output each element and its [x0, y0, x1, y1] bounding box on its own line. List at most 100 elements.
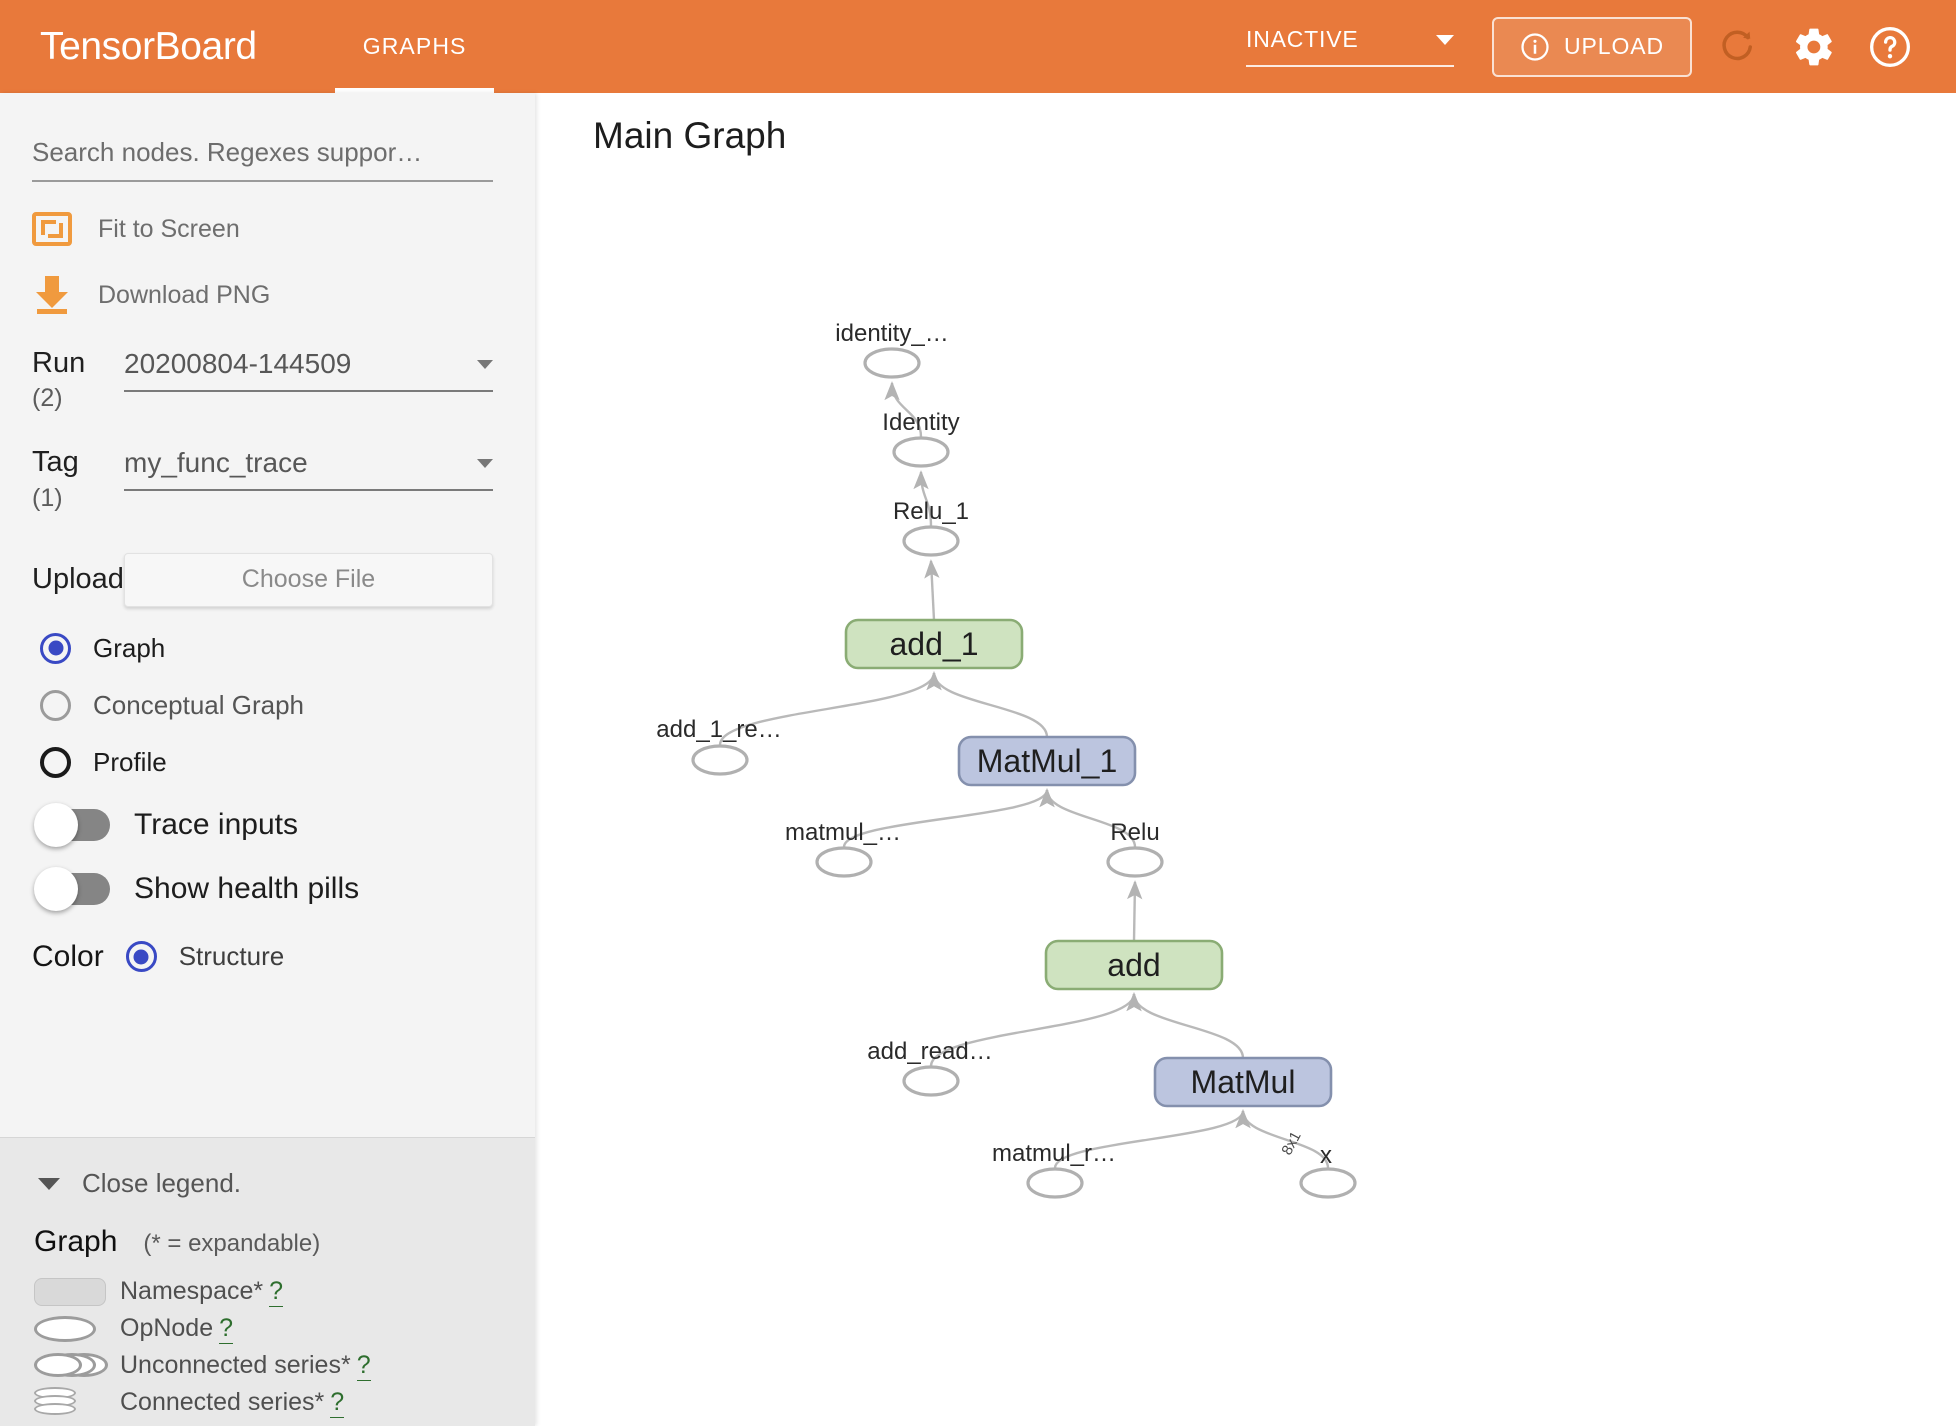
graph-node-label: Relu_1 — [893, 498, 969, 525]
color-row: Color Structure — [32, 940, 535, 974]
chevron-down-icon — [477, 458, 493, 468]
legend-list: Namespace* ? OpNode ? Unconnected series… — [0, 1273, 535, 1426]
graph-node-Relu_1[interactable]: Relu_1 — [893, 498, 969, 557]
graph-node-MatMul_1[interactable]: MatMul_1 — [957, 735, 1137, 787]
graph-node-add_read[interactable]: add_read… — [867, 1038, 993, 1097]
search-input[interactable] — [32, 137, 493, 182]
radio-conceptual-graph-label: Conceptual Graph — [93, 689, 305, 720]
upload-button[interactable]: UPLOAD — [1492, 16, 1692, 77]
color-label: Color — [32, 939, 104, 973]
legend-help-link[interactable]: ? — [330, 1387, 345, 1418]
radio-conceptual-graph[interactable]: Conceptual Graph — [40, 689, 535, 721]
inactive-runs-select[interactable]: INACTIVE — [1246, 26, 1455, 67]
chevron-down-icon — [38, 1177, 60, 1190]
radio-graph[interactable]: Graph — [40, 632, 535, 664]
tag-select-value: my_func_trace — [124, 447, 308, 479]
toggle-trace-inputs[interactable]: Trace inputs — [34, 802, 535, 847]
upload-label: Upload — [32, 563, 124, 596]
graph-edge — [1235, 1109, 1330, 1169]
tag-select[interactable]: my_func_trace — [124, 447, 493, 492]
graph-edge — [884, 381, 923, 438]
close-legend-button[interactable]: Close legend. — [38, 1168, 535, 1199]
graph-edge — [913, 470, 933, 527]
graph-node-add_1_read[interactable]: add_1_re… — [656, 716, 782, 776]
download-png-button[interactable]: Download PNG — [32, 276, 535, 314]
graph-node-label: Relu — [1110, 819, 1159, 846]
help-button[interactable] — [1860, 17, 1920, 77]
radio-structure-icon[interactable] — [125, 941, 157, 973]
refresh-icon — [1722, 29, 1752, 60]
graph-node-Identity[interactable]: Identity — [882, 409, 960, 468]
graph-node-label: add_1 — [890, 626, 979, 662]
tag-selector-row: Tag (1) my_func_trace — [32, 447, 493, 512]
run-select[interactable]: 20200804-144509 — [124, 348, 493, 392]
graph-edge — [718, 671, 942, 746]
upload-row: Upload Choose File — [32, 552, 493, 607]
graph-node-label: matmul_r… — [992, 1140, 1116, 1167]
graph-node-Relu[interactable]: Relu — [1106, 819, 1164, 878]
fit-to-screen-button[interactable]: Fit to Screen — [32, 212, 535, 246]
sidebar-divider — [0, 1137, 535, 1138]
legend-item: Constant ? — [0, 1421, 535, 1426]
toggle-show-health-pills[interactable]: Show health pills — [34, 866, 535, 911]
chevron-down-icon — [477, 359, 493, 369]
graph-node-identity_1[interactable]: identity_… — [835, 320, 949, 379]
graph-edge — [929, 992, 1142, 1067]
graph-node-label: add_1_re… — [656, 716, 781, 743]
show-health-pills-label: Show health pills — [134, 871, 360, 905]
graph-node-matmul_read_1[interactable]: matmul_… — [785, 819, 901, 878]
graph-node-label: Identity — [882, 409, 959, 436]
run-label: Run — [32, 347, 86, 379]
inactive-runs-value: INACTIVE — [1246, 26, 1359, 52]
help-question-icon — [1870, 26, 1910, 67]
legend-help-link[interactable]: ? — [226, 1425, 240, 1426]
legend-help-link[interactable]: ? — [356, 1350, 371, 1381]
search-container — [32, 137, 493, 182]
legend-item: Unconnected series* ? — [0, 1347, 535, 1384]
settings-gear-icon — [1795, 28, 1832, 65]
legend-item: OpNode ? — [0, 1310, 535, 1347]
legend-help-link[interactable]: ? — [269, 1276, 284, 1307]
graph-svg[interactable]: 8x1 identity_…IdentityRelu_1add_1add_1_r… — [535, 93, 1956, 1426]
graph-node-label: x — [1320, 1142, 1332, 1169]
legend-help-link[interactable]: ? — [219, 1313, 234, 1344]
choose-file-button[interactable]: Choose File — [124, 552, 493, 607]
graph-node-label: identity_… — [835, 320, 948, 347]
tab-graphs[interactable]: GRAPHS — [334, 0, 495, 93]
graph-edge — [924, 559, 940, 621]
legend-item-label: OpNode — [120, 1314, 214, 1342]
trace-inputs-label: Trace inputs — [134, 807, 298, 841]
graph-node-add_1[interactable]: add_1 — [844, 618, 1024, 670]
graph-edge — [842, 788, 1055, 848]
nav-tabs: GRAPHS — [334, 0, 495, 93]
graph-node-add[interactable]: add — [1044, 939, 1224, 991]
radio-graph-label: Graph — [93, 632, 166, 663]
radio-profile-icon — [40, 746, 71, 778]
graph-node-MatMul[interactable]: MatMul — [1153, 1056, 1333, 1108]
legend-item-label: Connected series* — [120, 1388, 325, 1416]
settings-button[interactable] — [1784, 17, 1844, 77]
header-actions: INACTIVE UPLOAD — [1246, 16, 1956, 77]
run-selector-row: Run (2) 20200804-144509 — [32, 348, 493, 413]
radio-graph-icon — [40, 632, 71, 664]
download-png-label: Download PNG — [98, 280, 271, 309]
color-structure-label: Structure — [178, 941, 285, 972]
graph-edge — [1127, 880, 1143, 942]
legend-title: Graph — [34, 1225, 118, 1258]
namespace-swatch-icon — [34, 1277, 120, 1306]
chevron-down-icon — [1436, 34, 1455, 45]
radio-profile[interactable]: Profile — [40, 746, 535, 778]
tag-count: (1) — [32, 483, 63, 512]
legend-item: Connected series* ? — [0, 1384, 535, 1421]
legend-item-label: Unconnected series* — [120, 1351, 351, 1379]
tag-label: Tag — [32, 446, 79, 479]
graph-node-label: matmul_… — [785, 819, 901, 846]
graph-node-label: MatMul_1 — [977, 743, 1118, 779]
graph-node-matmul_read[interactable]: matmul_r… — [992, 1140, 1116, 1199]
graph-node-x[interactable]: x — [1299, 1142, 1357, 1199]
legend-note: (* = expandable) — [143, 1230, 321, 1257]
refresh-button[interactable] — [1708, 17, 1768, 77]
